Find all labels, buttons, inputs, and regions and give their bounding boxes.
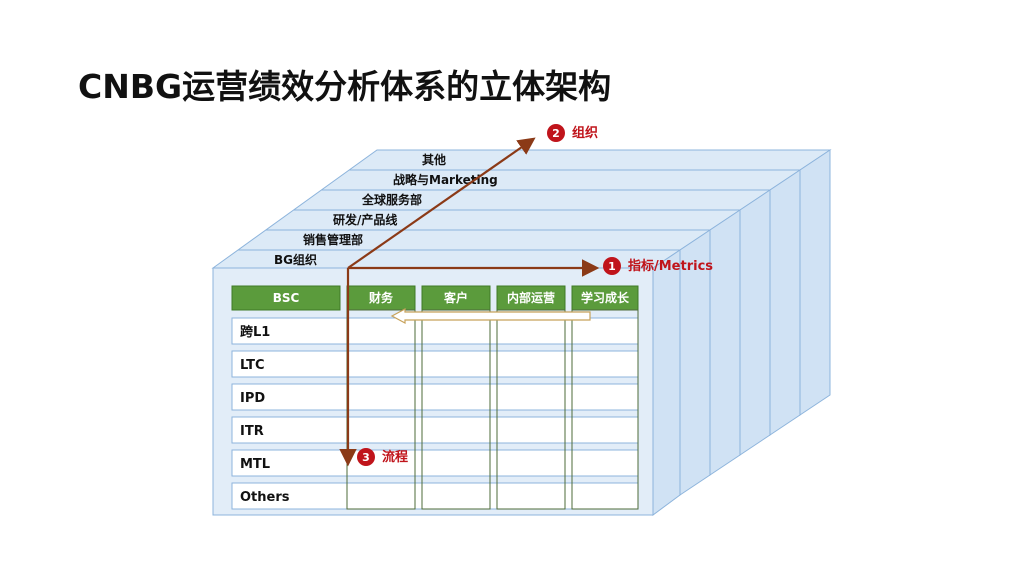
layer-lines [238, 149, 830, 251]
table-row [231, 416, 639, 444]
table-row [231, 449, 639, 477]
flow-arrow-hollow [390, 307, 591, 325]
cube-right-face [652, 149, 831, 516]
layer-label: BG组织 [274, 252, 317, 267]
layer-label: 其他 [422, 152, 446, 167]
table-row [231, 317, 639, 345]
header-cell-internal [496, 285, 566, 311]
badge-number: 3 [362, 451, 370, 464]
layer-labels: 其他 战略与Marketing 全球服务部 研发/产品线 销售管理部 BG组织 [274, 152, 498, 267]
header-row: BSC 财务 客户 内部运营 学习成长 [231, 285, 639, 311]
header-label: BSC [273, 291, 300, 305]
badge-number: 2 [552, 127, 560, 140]
row-label: Others [240, 490, 290, 505]
axis-metrics-label-group: 1 指标/Metrics [603, 257, 713, 275]
header-label: 学习成长 [581, 290, 630, 305]
axis-label-organization: 组织 [572, 125, 598, 141]
row-label: IPD [240, 391, 265, 406]
row-label: ITR [240, 424, 264, 439]
badge-icon [603, 257, 621, 275]
axis-organization-label-group: 2 组织 [547, 124, 598, 142]
axis-process-label-group: 3 流程 [357, 448, 408, 466]
axis-arrows [339, 137, 600, 467]
axis-organization-arrow [347, 137, 536, 269]
row-label: 跨L1 [240, 325, 270, 340]
page-title: CNBG运营绩效分析体系的立体架构 [78, 67, 612, 106]
table-body [231, 317, 639, 510]
layer-label: 研发/产品线 [333, 212, 397, 227]
header-label: 客户 [443, 290, 468, 305]
header-cell-customer [421, 285, 491, 311]
badge-icon [357, 448, 375, 466]
header-label: 财务 [368, 290, 394, 305]
badge-number: 1 [608, 260, 616, 273]
layer-label: 全球服务部 [361, 192, 422, 207]
axis-label-metrics: 指标/Metrics [628, 258, 713, 274]
table-row [231, 383, 639, 411]
header-cell-learning [571, 285, 639, 311]
row-label: MTL [240, 457, 270, 472]
table-row [231, 482, 639, 510]
table-row [231, 350, 639, 378]
axis-label-process: 流程 [382, 449, 408, 465]
header-cell-bsc [231, 285, 341, 311]
header-label: 内部运营 [507, 290, 555, 305]
badge-icon [547, 124, 565, 142]
layer-label: 销售管理部 [303, 232, 363, 247]
row-label: LTC [240, 358, 265, 373]
row-labels: 跨L1 LTC IPD ITR MTL Others [240, 325, 290, 505]
